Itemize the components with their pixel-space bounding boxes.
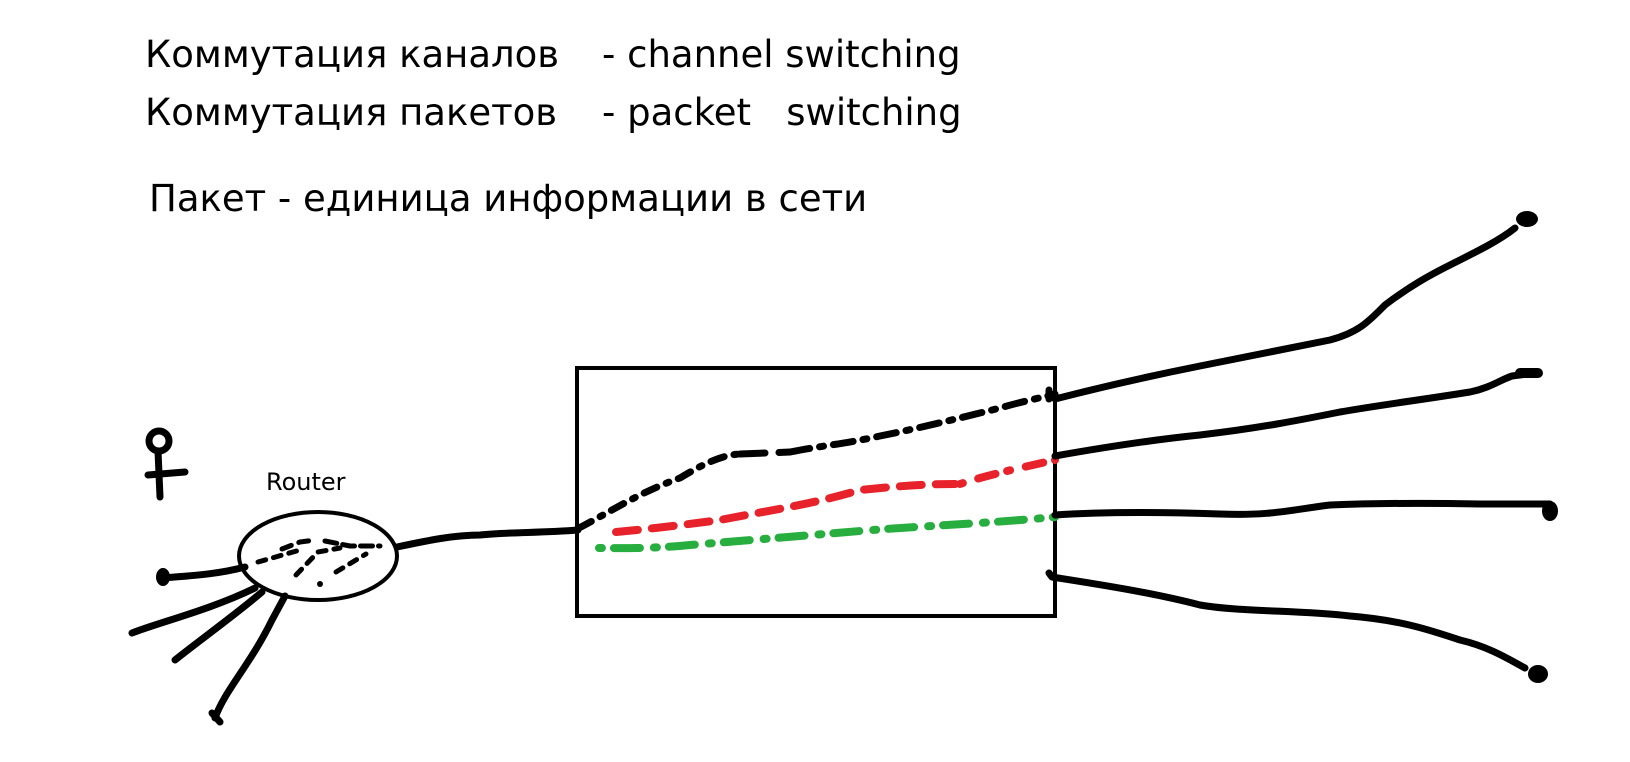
outgoing-links <box>1045 211 1558 683</box>
router-label: Router <box>266 468 346 496</box>
stick-figure-icon <box>144 427 189 501</box>
term-channel-switching-en: - channel switching <box>602 33 961 76</box>
red-packet-path <box>612 456 1059 536</box>
network-switch-box <box>575 366 1057 618</box>
router-left-links <box>128 563 289 726</box>
black-packet-path <box>575 390 1059 532</box>
router-to-box-link <box>393 526 582 551</box>
term-packet-switching-en: - packet switching <box>602 91 962 134</box>
router-ellipse-icon <box>237 510 399 602</box>
green-packet-path <box>595 513 1059 553</box>
term-channel-switching-ru: Коммутация каналов <box>145 33 560 76</box>
packet-definition: Пакет - единица информации в сети <box>149 177 868 220</box>
term-packet-switching-ru: Коммутация пакетов <box>145 91 558 134</box>
